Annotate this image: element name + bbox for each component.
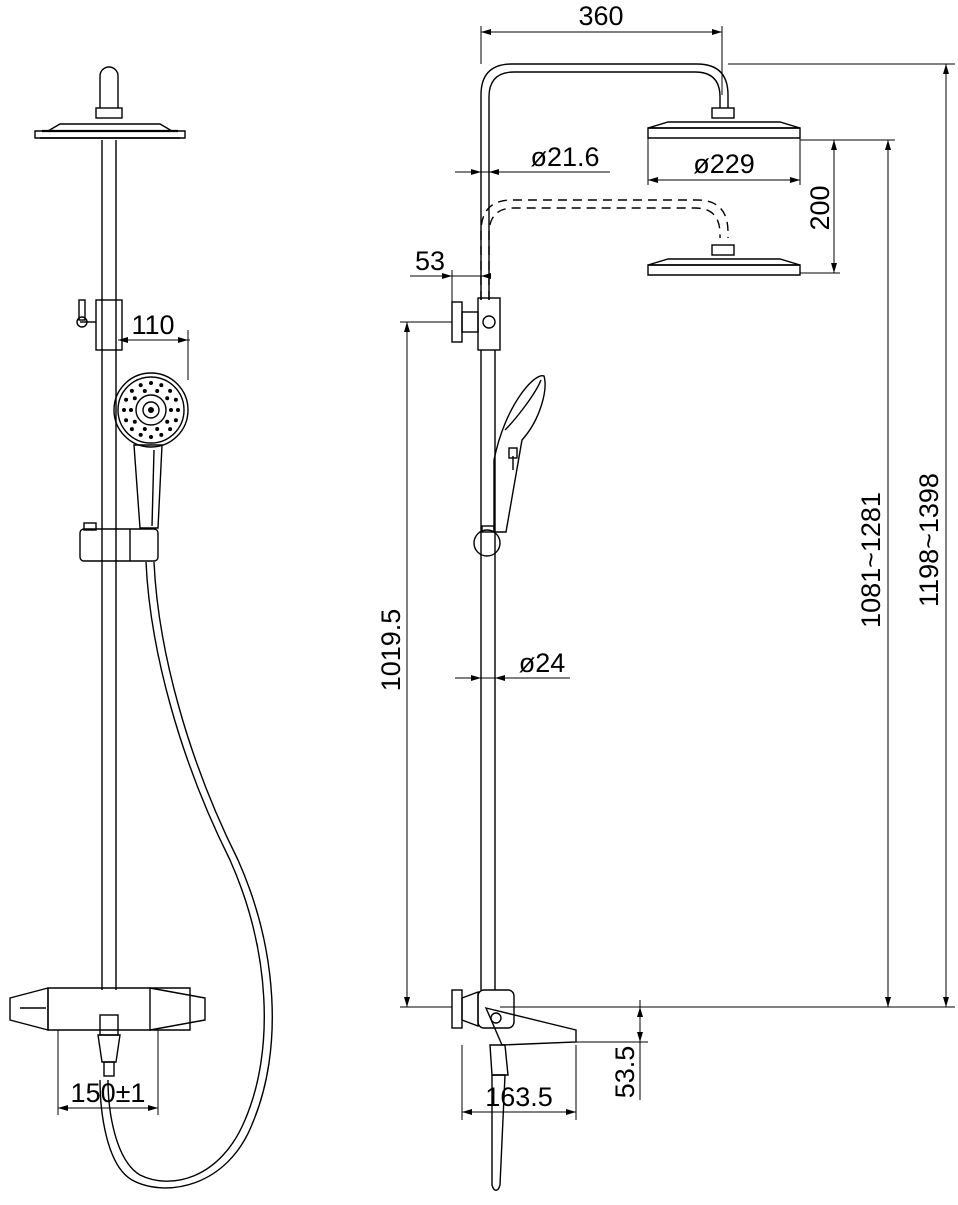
hand-shower-nozzles	[122, 381, 180, 439]
nozzle-dot	[129, 408, 133, 412]
shower-hose-outer	[107, 561, 265, 1182]
nozzle-dot	[132, 419, 137, 424]
nozzle-dot	[132, 396, 137, 401]
nozzle-dot	[159, 432, 164, 437]
pipe-connector-front	[76, 299, 123, 351]
overhead-shower-head-lowered	[647, 244, 801, 276]
dim-label-53: 53	[415, 246, 445, 276]
diverter-handle	[491, 1074, 506, 1191]
dim-150-lines	[57, 1030, 159, 1115]
nozzle-dot	[165, 419, 170, 424]
overhead-arm-lowered-outer	[480, 199, 729, 300]
side-view	[58, 26, 955, 1191]
slider-knob-side	[473, 529, 501, 557]
dim-label-pipe-diameter: ø24	[519, 648, 566, 678]
dim-label-head-height: 1081~1281	[856, 492, 886, 628]
dim-label-arm-diameter: ø21.6	[530, 142, 599, 172]
dim-label-1019-5: 1019.5	[376, 609, 406, 692]
nozzle-dot	[165, 396, 170, 401]
overhead-arm-inner	[488, 71, 721, 300]
nozzle-dot	[173, 397, 178, 402]
dim-label-150: 150±1	[71, 1078, 146, 1108]
slider-knob-neck	[481, 525, 495, 533]
nozzle-dot	[168, 388, 173, 393]
dimension-labels: 360 ø21.6 ø229 200 53 110 1019.5 ø24 108…	[71, 1, 944, 1112]
hand-shower-front	[113, 372, 189, 529]
nozzle-dot	[169, 408, 173, 412]
nozzle-dot	[176, 408, 180, 412]
nozzle-dot	[155, 427, 160, 431]
overhead-shower-head-front	[34, 123, 186, 139]
overhead-arm-outer	[480, 63, 729, 300]
nozzle-dot	[155, 389, 160, 393]
dim-label-360: 360	[578, 1, 623, 31]
nozzle-dot	[124, 418, 129, 423]
nozzle-dot	[129, 388, 134, 393]
nozzle-dot	[173, 418, 178, 423]
nozzle-dot	[149, 381, 153, 385]
shower-hose-inner	[99, 561, 273, 1189]
dim-label-200: 200	[805, 185, 835, 230]
front-view	[9, 66, 273, 1189]
head-connector	[95, 107, 123, 119]
nozzle-dot	[168, 427, 173, 432]
nozzle-dot	[138, 432, 143, 437]
nozzle-dot	[122, 408, 126, 412]
nozzle-dot	[138, 383, 143, 388]
slide-bar-holder-front	[79, 522, 159, 562]
nozzle-dot	[129, 427, 134, 432]
nozzle-dot	[124, 397, 129, 402]
thermostatic-mixer-side	[451, 989, 577, 1191]
riser-top-cap	[99, 66, 119, 108]
nozzle-dot	[142, 389, 147, 393]
dim-label-110: 110	[131, 310, 174, 340]
nozzle-dot	[159, 383, 164, 388]
nozzle-dot	[142, 427, 147, 431]
dim-label-total-height: 1198~1398	[914, 473, 944, 607]
dim-label-head-diameter: ø229	[693, 149, 755, 179]
dim-lines-side	[400, 26, 955, 1120]
hand-shower-side	[493, 375, 546, 533]
overhead-shower-head-side	[647, 107, 801, 139]
wall-bracket-side	[451, 297, 501, 351]
overhead-arm-lowered-inner	[488, 207, 721, 300]
dim-label-53-5: 53.5	[610, 1046, 640, 1099]
thermostatic-mixer-front	[9, 987, 206, 1077]
nozzle-dot	[149, 435, 153, 439]
dim-arrowheads	[58, 29, 949, 1115]
dim-label-163-5: 163.5	[485, 1082, 553, 1112]
